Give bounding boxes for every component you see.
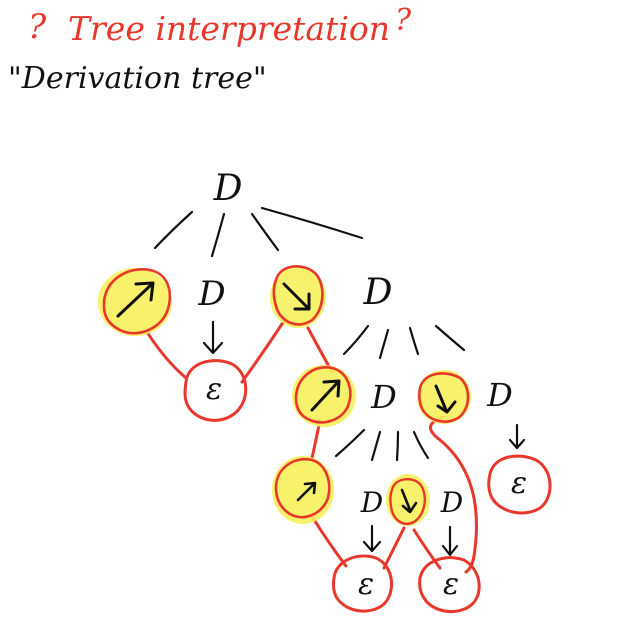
branch-d3-1 xyxy=(334,428,366,458)
down-arrow-node-1 xyxy=(270,265,326,328)
red-edge-5 xyxy=(311,516,348,568)
epsilon-node-4 xyxy=(418,556,481,614)
branch-root-3 xyxy=(250,212,280,252)
branch-d2-1 xyxy=(342,324,370,356)
epsilon-label-1: ε xyxy=(206,372,222,407)
down-arrow-node-3 xyxy=(386,474,430,526)
red-edge-1 xyxy=(145,330,188,380)
title-line: ? Tree interpretation ? xyxy=(28,3,412,48)
down-arrow-node-2 xyxy=(417,370,471,424)
epsilon-nodes xyxy=(183,359,552,614)
title-question-right: ? xyxy=(395,3,412,38)
branch-d3-3 xyxy=(395,430,400,462)
branch-root-4 xyxy=(260,206,364,240)
branch-d2-4 xyxy=(434,324,466,352)
down-arrow-3 xyxy=(362,524,382,553)
up-arrow-node-3 xyxy=(272,456,334,524)
down-arrow-2 xyxy=(508,423,526,450)
down-arrow-1 xyxy=(202,320,224,355)
branch-d2-2 xyxy=(378,328,390,360)
nonterminal-d2: D xyxy=(363,272,393,313)
nonterminal-d4: D xyxy=(486,376,513,414)
epsilon-node-2 xyxy=(487,454,552,515)
red-edge-6 xyxy=(382,526,406,570)
nonterminal-root: D xyxy=(213,168,243,209)
up-arrow-node-1 xyxy=(98,268,172,336)
subtitle-derivation-tree: "Derivation tree" xyxy=(8,61,267,96)
nonterminal-d1: D xyxy=(197,274,225,314)
red-edge-7 xyxy=(412,528,442,570)
epsilon-node-1 xyxy=(183,359,248,422)
tree-branches xyxy=(153,206,466,462)
red-traversal-path xyxy=(145,316,478,574)
branch-d2-3 xyxy=(408,326,420,356)
branch-d3-2 xyxy=(370,430,382,462)
nonterminal-d5: D xyxy=(360,486,383,519)
nonterminal-d3: D xyxy=(370,378,397,416)
epsilon-label-2: ε xyxy=(511,466,527,501)
red-edge-2 xyxy=(240,316,288,384)
epsilon-label-4: ε xyxy=(443,567,459,602)
epsilon-labels: ε ε ε ε xyxy=(206,372,527,602)
highlighted-nodes xyxy=(98,265,471,526)
down-arrow-4 xyxy=(441,525,459,557)
title-text: Tree interpretation xyxy=(68,9,390,48)
branch-root-2 xyxy=(210,212,226,258)
branch-root-1 xyxy=(153,210,194,250)
nonterminal-d6: D xyxy=(440,486,463,519)
nonterminal-nodes: D D D D D D D xyxy=(197,168,512,519)
epsilon-node-3 xyxy=(331,554,393,613)
up-arrow-node-2 xyxy=(292,365,356,427)
epsilon-label-3: ε xyxy=(358,567,374,602)
title-question-left: ? xyxy=(28,7,47,47)
derive-arrows xyxy=(202,320,526,557)
branch-d3-4 xyxy=(412,430,430,460)
